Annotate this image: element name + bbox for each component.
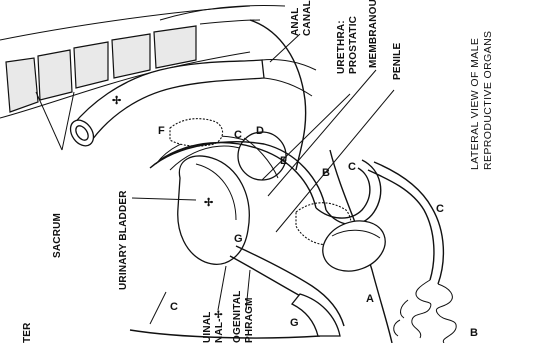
seminal-vesicle <box>170 119 223 146</box>
letter-a-label: A <box>366 293 374 305</box>
anal-canal-label-line2: CANAL <box>302 0 313 36</box>
letter-g-prostate-label: G <box>234 233 243 245</box>
urogenital-diaphragm-label-line1: OGENITAL <box>232 290 243 343</box>
ureter-label: TER <box>22 322 33 343</box>
figure-title-line2: REPRODUCTIVE ORGANS <box>482 31 494 170</box>
membranous-label: MEMBRANOUS <box>368 0 379 68</box>
penile-label: PENILE <box>392 43 403 80</box>
letter-d-label: D <box>256 125 264 137</box>
urinary-bladder-label: URINARY BLADDER <box>118 190 129 290</box>
prostate-gland <box>238 132 286 180</box>
letter-f-label: F <box>158 125 165 137</box>
letter-b-lower-label: B <box>470 327 478 339</box>
inguinal-canal-label-line1: UINAL <box>202 311 213 343</box>
letter-c-coil-label: C <box>348 161 356 173</box>
letter-c-left-label: C <box>170 301 178 313</box>
letter-c-upper-label: C <box>234 129 242 141</box>
urethra-prostatic-label-line2: PROSTATIC <box>348 16 359 74</box>
inguinal-canal-label-line2: NAL-✢ <box>214 309 225 343</box>
urethra-prostatic-label-line1: URETHRA: <box>336 20 347 74</box>
figure-title-line1: LATERAL VIEW OF MALE <box>469 38 481 170</box>
urogenital-diaphragm-label-line2: PHRAGM <box>244 297 255 343</box>
bladder-star-marker: ✢ <box>204 197 213 209</box>
letter-c-vas-label: C <box>436 203 444 215</box>
sacrum-label: SACRUM <box>52 213 63 258</box>
letter-g-penis-label: G <box>290 317 299 329</box>
letter-e-label: E <box>280 155 287 167</box>
anal-canal-label-line1: ANAL <box>290 7 301 36</box>
letter-b-upper-label: B <box>322 167 330 179</box>
rectum-star-marker: ✢ <box>112 95 121 107</box>
